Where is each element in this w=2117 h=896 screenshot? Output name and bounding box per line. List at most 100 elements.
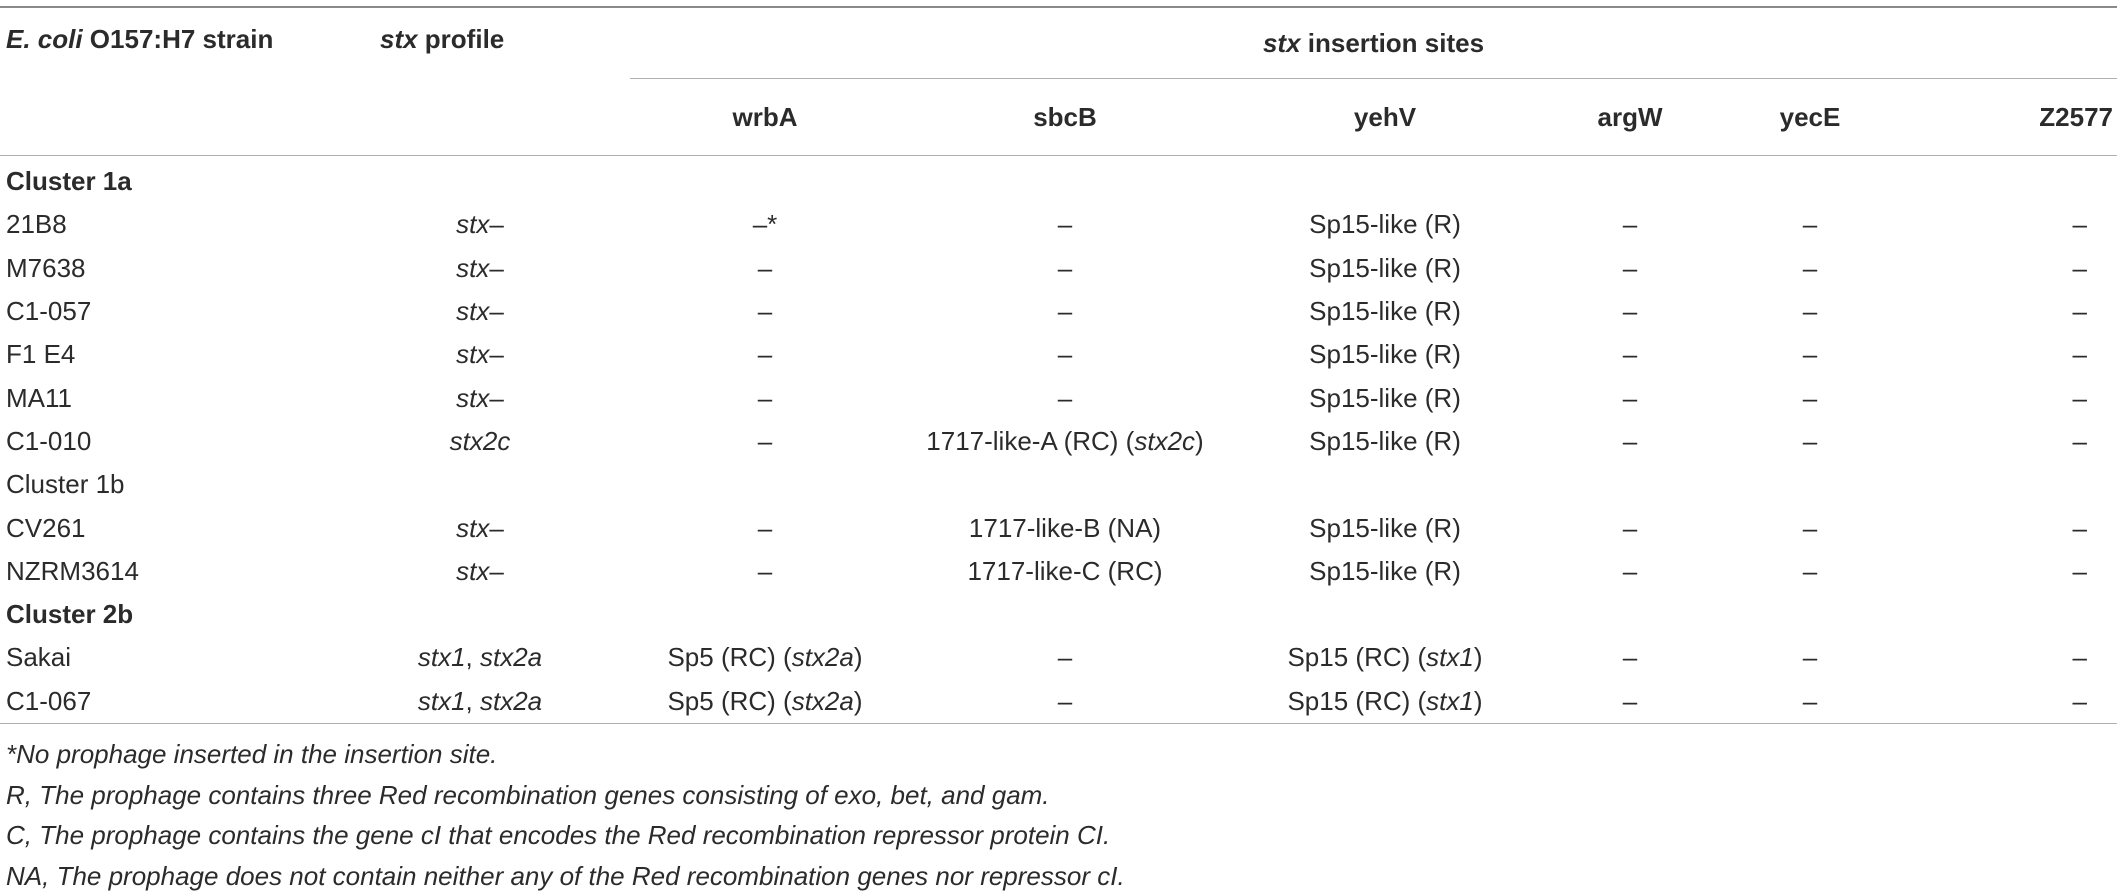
cell-wrbA: Sp5 (RC) (stx2a) [667, 642, 863, 673]
cell-argW: – [1622, 555, 1638, 586]
cell-stx-profile: stx– [456, 296, 504, 327]
cell-Z2577: – [2072, 512, 2088, 543]
header-site-wrbA: wrbA [630, 78, 900, 156]
header-site-yehV: yehV [1230, 78, 1540, 156]
cell-yecE: – [1802, 296, 1818, 327]
cell-wrbA: – [757, 382, 773, 413]
cell-sbcB: – [900, 679, 1230, 724]
cell-sbcB: – [1057, 296, 1073, 327]
table-row: C1-010 stx2c – 1717-like-A (RC) (stx2c) Sp15… [0, 420, 2117, 463]
cell-argW: – [1622, 425, 1638, 456]
cell-yehV: Sp15-like (R) [1309, 209, 1461, 240]
cell-strain: Sakai [6, 642, 72, 673]
cell-Z2577: – [2072, 209, 2088, 240]
table-row: Sakai stx1, stx2a Sp5 (RC) (stx2a) – Sp15 (R… [0, 636, 2117, 679]
cell-argW: – [1622, 296, 1638, 327]
header-site-yecE: yecE [1720, 78, 1900, 156]
cell-yecE: – [1802, 425, 1818, 456]
cluster-label: Cluster 2b [6, 599, 134, 630]
table-row: NZRM3614 stx– – 1717-like-C (RC) Sp15-like (… [0, 550, 2117, 593]
group-row: Cluster 1b [0, 463, 2117, 506]
header-stx-profile: stx profile [330, 6, 630, 156]
cell-stx-profile: stx– [456, 512, 504, 543]
header-insertion-sites: stx insertion sites [630, 6, 2117, 79]
footnote-r: R, The prophage contains three Red recom… [6, 779, 1050, 810]
cell-strain: NZRM3614 [6, 555, 139, 586]
cell-yecE: – [1802, 555, 1818, 586]
header-site-sbcB: sbcB [900, 78, 1230, 156]
cell-strain: M7638 [6, 252, 86, 283]
cell-strain: C1-067 [0, 679, 330, 724]
table-footnotes: *No prophage inserted in the insertion s… [6, 734, 1125, 896]
cell-wrbA: Sp5 (RC) (stx2a) [630, 679, 900, 724]
insertion-sites-table: E. coli O157:H7 strain stx profile stx i… [0, 6, 2117, 724]
cluster-label: Cluster 1a [6, 166, 132, 197]
cell-yecE: – [1802, 512, 1818, 543]
cell-strain: F1 E4 [6, 339, 76, 370]
cell-yecE: – [1720, 679, 1900, 724]
group-row: Cluster 1a [0, 156, 2117, 204]
cell-yehV: Sp15-like (R) [1309, 296, 1461, 327]
cell-Z2577: – [2072, 382, 2088, 413]
cell-yehV: Sp15 (RC) (stx1) [1287, 642, 1483, 673]
cell-stx-profile: stx– [456, 209, 504, 240]
cell-strain: 21B8 [6, 209, 67, 240]
cell-stx-profile: stx– [456, 555, 504, 586]
cell-argW: – [1622, 209, 1638, 240]
cell-stx-profile: stx1, stx2a [330, 679, 630, 724]
cell-wrbA: – [757, 512, 773, 543]
cell-yehV: Sp15 (RC) (stx1) [1230, 679, 1540, 724]
cell-yehV: Sp15-like (R) [1309, 382, 1461, 413]
cell-Z2577: – [2072, 642, 2088, 673]
cell-strain: CV261 [6, 512, 86, 543]
cell-Z2577: – [2072, 252, 2088, 283]
cell-Z2577: – [1900, 679, 2117, 724]
cell-yecE: – [1802, 642, 1818, 673]
table-row: 21B8 stx– –* – Sp15-like (R) – – – [0, 203, 2117, 246]
cell-Z2577: – [2072, 555, 2088, 586]
cell-wrbA: – [757, 339, 773, 370]
cell-yecE: – [1802, 382, 1818, 413]
cell-Z2577: – [2072, 339, 2088, 370]
cell-sbcB: 1717-like-A (RC) (stx2c) [926, 425, 1204, 456]
cell-sbcB: – [1057, 252, 1073, 283]
cell-sbcB: – [1057, 339, 1073, 370]
cell-sbcB: – [1057, 642, 1073, 673]
cell-stx-profile: stx– [456, 382, 504, 413]
cell-argW: – [1622, 339, 1638, 370]
cell-wrbA: – [757, 425, 773, 456]
footnote-no-prophage: *No prophage inserted in the insertion s… [6, 739, 498, 769]
cell-sbcB: – [1057, 382, 1073, 413]
cell-yecE: – [1802, 252, 1818, 283]
header-site-argW: argW [1540, 78, 1720, 156]
cell-wrbA: –* [752, 209, 778, 240]
cell-yehV: Sp15-like (R) [1309, 252, 1461, 283]
cell-strain: C1-010 [6, 425, 92, 456]
cell-stx-profile: stx– [456, 339, 504, 370]
cell-yecE: – [1802, 209, 1818, 240]
cell-wrbA: – [757, 555, 773, 586]
cell-stx-profile: stx2c [449, 425, 511, 456]
header-strain: E. coli O157:H7 strain [0, 6, 330, 156]
cell-sbcB: – [1057, 209, 1073, 240]
footnote-na: NA, The prophage does not contain neithe… [6, 860, 1125, 891]
cell-yehV: Sp15-like (R) [1309, 425, 1461, 456]
cell-yehV: Sp15-like (R) [1309, 555, 1461, 586]
cell-sbcB: 1717-like-C (RC) [967, 555, 1163, 586]
cell-argW: – [1622, 512, 1638, 543]
cluster-label: Cluster 1b [6, 469, 125, 500]
cell-yecE: – [1802, 339, 1818, 370]
cell-argW: – [1540, 679, 1720, 724]
cell-stx-profile: stx1, stx2a [417, 642, 543, 673]
cell-yehV: Sp15-like (R) [1309, 512, 1461, 543]
cell-stx-profile: stx– [456, 252, 504, 283]
cell-yehV: Sp15-like (R) [1309, 339, 1461, 370]
group-row: Cluster 2b [0, 593, 2117, 636]
footnote-c: C, The prophage contains the gene cI tha… [6, 820, 1111, 850]
cell-strain: C1-057 [6, 296, 92, 327]
